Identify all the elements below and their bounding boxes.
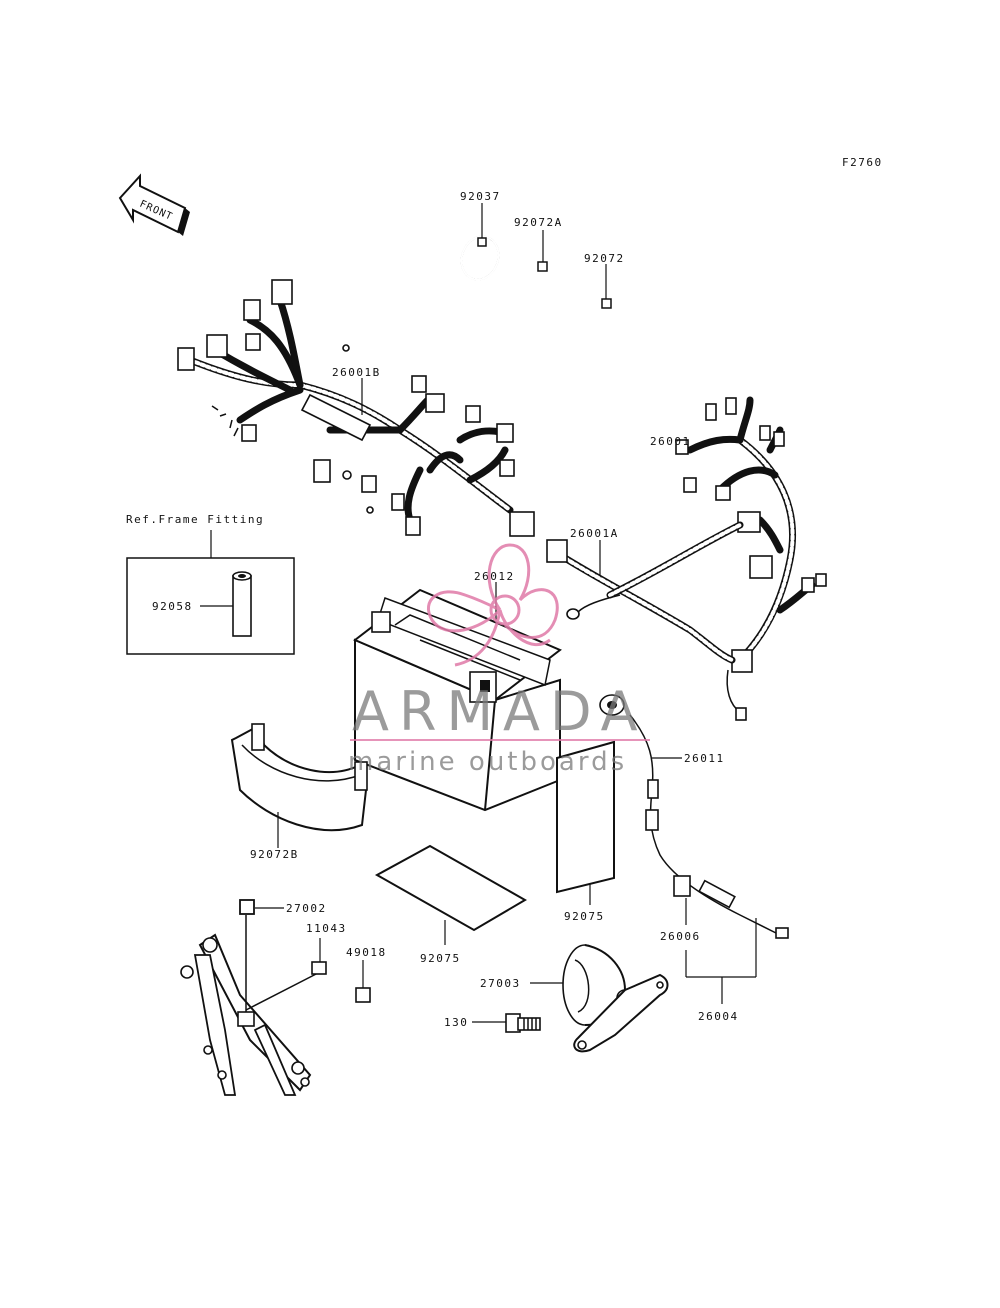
horn-27003 <box>562 944 669 1053</box>
frame-section <box>180 915 321 1096</box>
label-26001: 26001 <box>650 435 691 448</box>
armada-watermark: ARMADA marine outboards <box>348 543 650 777</box>
label-26001B: 26001B <box>332 366 381 379</box>
battery-band-92072B <box>230 723 368 832</box>
bracket-26004 <box>685 918 757 1004</box>
watermark-brand: ARMADA <box>352 680 648 743</box>
pad-92075-bottom <box>374 844 527 932</box>
cable-tie-92037 <box>460 235 500 281</box>
label-92037: 92037 <box>460 190 501 203</box>
armada-logo-icon <box>426 543 559 667</box>
label-130: 130 <box>444 1016 468 1029</box>
fuse-49018 <box>355 987 371 1003</box>
cable-26011 <box>599 694 789 939</box>
pad-92075-side <box>556 740 615 894</box>
label-92075-side: 92075 <box>564 910 605 923</box>
main-harness-26001B <box>177 279 535 537</box>
label-92072B: 92072B <box>250 848 299 861</box>
ref-box-title: Ref.Frame Fitting <box>126 513 264 526</box>
battery-26012 <box>353 588 562 812</box>
label-26011: 26011 <box>684 752 725 765</box>
front-arrow-icon: FRONT <box>118 173 190 236</box>
collar-92058 <box>232 571 252 637</box>
label-92058: 92058 <box>152 600 193 613</box>
clip-11043 <box>311 961 327 975</box>
label-11043: 11043 <box>306 922 347 935</box>
watermark-tagline: marine outboards <box>348 747 627 777</box>
label-26001A: 26001A <box>570 527 619 540</box>
ref-frame-fitting-box: Ref.Frame Fitting 92058 <box>126 513 295 655</box>
harness-26001A <box>546 521 744 664</box>
label-26012: 26012 <box>474 570 515 583</box>
label-92075-bottom: 92075 <box>420 952 461 965</box>
label-92072A: 92072A <box>514 216 563 229</box>
label-27003: 27003 <box>480 977 521 990</box>
bolt-130 <box>505 1013 541 1033</box>
cable-tie-92072A <box>512 255 568 325</box>
cable-tie-92072 <box>578 295 634 365</box>
label-49018: 49018 <box>346 946 387 959</box>
label-27002: 27002 <box>286 902 327 915</box>
relay-27002 <box>239 899 255 915</box>
label-26004: 26004 <box>698 1010 739 1023</box>
figure-code: F2760 <box>842 156 883 169</box>
label-26006: 26006 <box>660 930 701 943</box>
label-92072: 92072 <box>584 252 625 265</box>
harness-26001 <box>675 396 827 721</box>
